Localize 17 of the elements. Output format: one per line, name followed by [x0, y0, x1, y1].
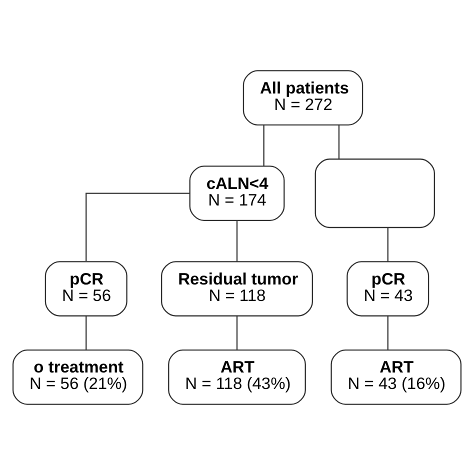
node-box — [314, 158, 436, 228]
node-box: ART N = 43 (16%) — [330, 348, 462, 404]
connector — [263, 124, 264, 166]
connector — [236, 316, 238, 350]
node-box: cALN<4 N = 174 — [189, 165, 285, 220]
node-box: ART N = 118 (43%) — [168, 348, 306, 404]
node-box: pCR N = 43 — [346, 260, 430, 316]
node-box: Residual tumor N = 118 — [160, 260, 314, 316]
connector — [86, 316, 87, 350]
connector — [338, 124, 340, 158]
connector — [236, 220, 238, 262]
connector — [387, 316, 388, 350]
node-box: All patients N = 272 — [242, 70, 364, 126]
connector — [86, 192, 190, 261]
connector — [387, 227, 388, 262]
node-box: o treatment N = 56 (21%) — [12, 348, 144, 404]
node-box: pCR N = 56 — [44, 260, 128, 316]
